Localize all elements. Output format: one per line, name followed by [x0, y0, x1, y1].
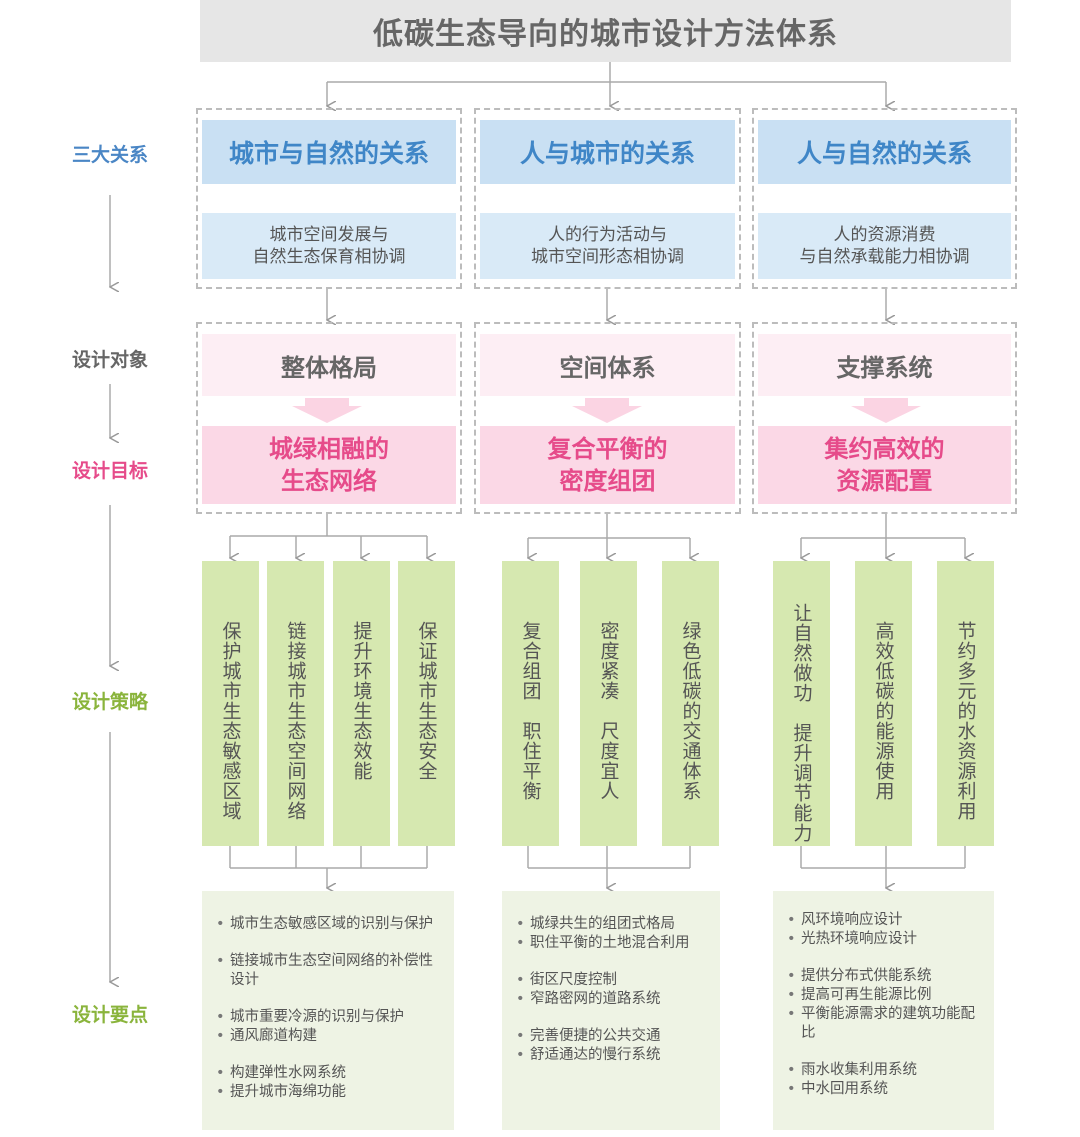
strategy-column-7: 绿色低碳的交通体系: [662, 561, 719, 846]
points-box-1: 城市生态敏感区域的识别与保护链接城市生态空间网络的补偿性设计城市重要冷源的识别与…: [202, 891, 454, 1130]
point-item: 雨水收集利用系统: [785, 1061, 982, 1080]
strategy-column-3: 提升环境生态效能: [333, 561, 390, 846]
point-item: 构建弹性水网系统: [214, 1064, 442, 1083]
point-item: 提升城市海绵功能: [214, 1083, 442, 1102]
strategy-column-5: 复合组团 职住平衡: [502, 561, 559, 846]
point-item: 光热环境响应设计: [785, 930, 982, 949]
object-title-3: 支撑系统: [758, 334, 1011, 396]
point-item: 城市生态敏感区域的识别与保护: [214, 915, 442, 934]
object-box-1: [196, 322, 462, 514]
strategy-text-5: 复合组团 职住平衡: [519, 621, 542, 801]
object-box-2: [474, 322, 741, 514]
strategy-text-8: 让自然做功 提升调节能力: [790, 603, 813, 843]
relation-desc-3-line1: 人的资源消费: [833, 225, 936, 245]
strategy-text-7: 绿色低碳的交通体系: [679, 621, 702, 801]
strategy-text-2: 链接城市生态空间网络: [284, 621, 307, 821]
points-list-1: 城市生态敏感区域的识别与保护链接城市生态空间网络的补偿性设计城市重要冷源的识别与…: [214, 915, 442, 1102]
relation-desc-2-line2: 城市空间形态相协调: [531, 247, 684, 267]
strategy-text-4: 保证城市生态安全: [415, 621, 438, 781]
points-box-3: 风环境响应设计光热环境响应设计提供分布式供能系统提高可再生能源比例平衡能源需求的…: [773, 891, 994, 1130]
object-title-1: 整体格局: [202, 334, 456, 396]
point-item: 提高可再生能源比例: [785, 986, 982, 1005]
point-item: 提供分布式供能系统: [785, 967, 982, 986]
point-item: 中水回用系统: [785, 1080, 982, 1099]
page-title: 低碳生态导向的城市设计方法体系: [200, 0, 1011, 62]
relation-title-2: 人与城市的关系: [480, 120, 735, 184]
goal-2-line2: 密度组团: [559, 467, 656, 495]
object-box-3: [752, 322, 1017, 514]
relation-desc-3-line2: 与自然承载能力相协调: [799, 247, 970, 267]
point-item: 风环境响应设计: [785, 911, 982, 930]
side-label-points: 设计要点: [71, 1004, 148, 1026]
strategy-column-4: 保证城市生态安全: [398, 561, 455, 846]
strategy-text-1: 保护城市生态敏感区域: [219, 621, 242, 821]
side-label-goals: 设计目标: [71, 460, 148, 482]
strategy-column-8: 让自然做功 提升调节能力: [773, 561, 830, 846]
goal-3-line1: 集约高效的: [824, 435, 945, 463]
relation-desc-1-line2: 自然生态保育相协调: [252, 247, 406, 267]
strategy-column-2: 链接城市生态空间网络: [267, 561, 324, 846]
relation-title-1: 城市与自然的关系: [202, 120, 456, 184]
point-item: 平衡能源需求的建筑功能配比: [785, 1005, 982, 1043]
point-item: 窄路密网的道路系统: [514, 990, 708, 1009]
point-item: 城市重要冷源的识别与保护: [214, 1008, 442, 1027]
goal-2-line1: 复合平衡的: [547, 435, 668, 463]
strategy-text-9: 高效低碳的能源使用: [872, 621, 895, 801]
strategy-column-1: 保护城市生态敏感区域: [202, 561, 259, 846]
strategy-text-6: 密度紧凑 尺度宜人: [597, 621, 620, 801]
goal-2: 复合平衡的密度组团: [480, 426, 735, 504]
point-item: 街区尺度控制: [514, 971, 708, 990]
object-title-2: 空间体系: [480, 334, 735, 396]
relation-box-2: [474, 108, 741, 289]
points-list-3: 风环境响应设计光热环境响应设计提供分布式供能系统提高可再生能源比例平衡能源需求的…: [785, 911, 982, 1099]
goal-3: 集约高效的资源配置: [758, 426, 1011, 504]
strategy-column-9: 高效低碳的能源使用: [855, 561, 912, 846]
goal-3-line2: 资源配置: [836, 467, 933, 495]
relation-box-1: [196, 108, 462, 289]
strategy-column-6: 密度紧凑 尺度宜人: [580, 561, 637, 846]
goal-1: 城绿相融的生态网络: [202, 426, 456, 504]
side-label-relations: 三大关系: [71, 144, 148, 166]
point-item: 舒适通达的慢行系统: [514, 1046, 708, 1065]
strategy-column-10: 节约多元的水资源利用: [937, 561, 994, 846]
points-list-2: 城绿共生的组团式格局职住平衡的土地混合利用街区尺度控制窄路密网的道路系统完善便捷…: [514, 915, 708, 1065]
side-label-strategies: 设计策略: [71, 691, 148, 713]
relation-desc-2: 人的行为活动与城市空间形态相协调: [480, 213, 735, 279]
relation-box-3: [752, 108, 1017, 289]
points-box-2: 城绿共生的组团式格局职住平衡的土地混合利用街区尺度控制窄路密网的道路系统完善便捷…: [502, 891, 720, 1130]
relation-title-3: 人与自然的关系: [758, 120, 1011, 184]
relation-desc-1: 城市空间发展与自然生态保育相协调: [202, 213, 456, 279]
strategy-text-3: 提升环境生态效能: [350, 621, 373, 781]
side-label-objects: 设计对象: [71, 349, 148, 371]
relation-desc-2-line1: 人的行为活动与: [548, 225, 667, 245]
point-item: 城绿共生的组团式格局: [514, 915, 708, 934]
point-item: 链接城市生态空间网络的补偿性设计: [214, 952, 442, 990]
strategy-text-10: 节约多元的水资源利用: [954, 621, 977, 821]
point-item: 职住平衡的土地混合利用: [514, 934, 708, 953]
point-item: 完善便捷的公共交通: [514, 1027, 708, 1046]
goal-1-line1: 城绿相融的: [269, 435, 389, 463]
relation-desc-1-line1: 城市空间发展与: [269, 225, 389, 245]
point-item: 通风廊道构建: [214, 1027, 442, 1046]
relation-desc-3: 人的资源消费与自然承载能力相协调: [758, 213, 1011, 279]
goal-1-line2: 生态网络: [281, 467, 377, 495]
